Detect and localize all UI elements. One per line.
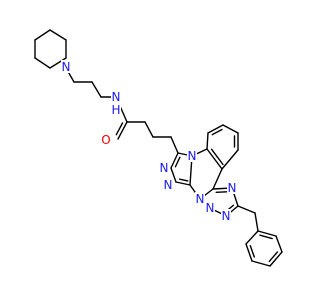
bond-47 [257,230,277,237]
atom-label-bg-n_core_1 [187,149,197,162]
bond-34 [221,149,239,170]
atom-label-n_tz1_b: N [164,178,173,192]
bond-lines [34,29,283,267]
bond-30 [206,132,209,150]
bond-45 [237,205,256,214]
bond-37 [210,148,224,166]
bond-15 [144,121,154,138]
bond-4 [49,57,67,69]
atom-label-n_tz2_c: N [206,201,215,215]
bond-1 [34,29,51,41]
bond-22 [175,181,191,186]
bond-3 [34,57,51,69]
atom-label-bg-o [101,133,111,146]
bond-21 [170,167,177,183]
atom-label-bg-n_tz2_b [221,209,231,222]
atom-label-bg-n_tz1_b [163,178,173,191]
bond-52 [245,230,259,245]
bond-24 [178,178,189,182]
bond-51 [245,243,253,262]
bond-13 [115,122,124,136]
bond-17 [170,136,179,154]
bond-19 [174,156,181,168]
atom-label-bg-n_pip [61,60,71,73]
atom-label-bg-n_tz2_a [227,181,237,194]
atom-label-o: O [101,133,110,147]
atom-label-n_core_1: N [188,149,197,163]
bond-31 [207,124,224,134]
bond-35 [211,128,223,136]
atom-label-h: H [111,103,120,117]
atom-label-bg-n_core_2 [195,192,205,205]
bond-27 [212,168,223,190]
bond-12 [117,121,128,140]
bond-46 [254,212,259,232]
bond-6 [49,29,67,41]
atom-label-n_pip: N [62,60,71,74]
atom-label-bg-nh [111,90,121,103]
atom-label-n_tz1_a: N [160,161,169,175]
bond-11 [119,105,128,123]
atom-label-n_tz2_b: N [222,209,231,223]
atom-label-n_core_2: N [196,192,205,206]
atom-label-bg-n_tz1_a [159,161,169,174]
bond-18 [170,152,179,169]
bond-50 [251,260,271,267]
bond-53 [259,234,273,240]
bond-28 [206,148,223,170]
bond-55 [249,244,256,258]
bond-49 [269,251,283,267]
atom-label-nh: N [112,90,121,104]
atom-label-bg-h [111,103,121,116]
atom-label-bg-n_tz2_c [205,201,215,214]
bond-54 [268,251,279,263]
bond-9 [91,81,102,98]
bond-32 [222,124,239,134]
atom-label-n_tz2_a: N [228,181,237,195]
bond-48 [275,235,283,253]
